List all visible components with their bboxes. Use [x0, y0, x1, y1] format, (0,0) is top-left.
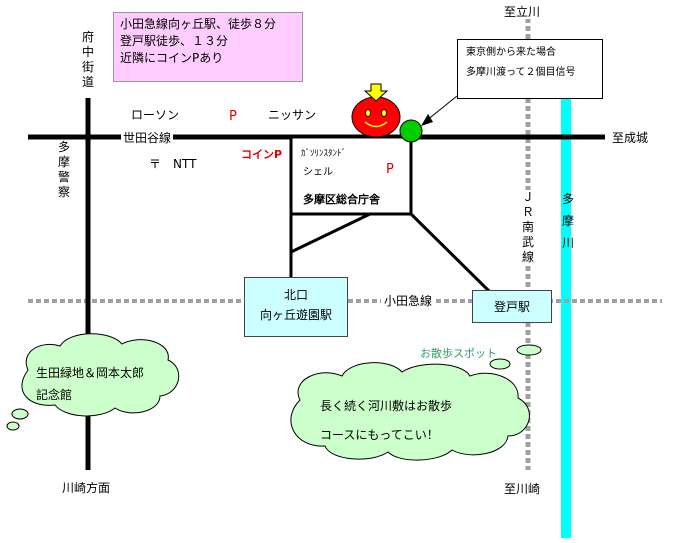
- coin-parking-label: コインP: [241, 148, 283, 161]
- ward-office-diag-road-1: [290, 212, 371, 254]
- tama-keisatsu-label: 多摩警察: [57, 140, 70, 199]
- nissan-label: ニッサン: [268, 108, 317, 122]
- info-line-2: 登戸駅徒歩、１３分: [120, 34, 229, 48]
- mukogaoka-station: 北口 向ヶ丘遊園駅: [244, 277, 348, 337]
- ward-office-block: [289, 135, 413, 216]
- setagaya-label: 世田谷線: [121, 131, 174, 145]
- access-info-box: 小田急線向ヶ丘駅、徒歩８分 登戸駅徒歩、１３分 近隣にコインPあり: [113, 12, 303, 82]
- to-seijo-label: 至成城: [612, 131, 649, 145]
- noborito-label: 登戸駅: [493, 300, 530, 314]
- ward-office-diag-road-2: [409, 212, 492, 294]
- tamagawa-label: 多摩川: [561, 192, 574, 250]
- callout-arrowhead: [421, 114, 433, 126]
- sanpo-spot-label: お散歩スポット: [420, 347, 497, 360]
- callout-pointer: [425, 95, 458, 122]
- info-line-3: 近隣にコインPあり: [120, 51, 224, 65]
- parking-1-label: P: [229, 109, 237, 124]
- smiley-face-icon: [351, 96, 401, 138]
- ikuta-label: 生田緑地＆岡本太郎記念館: [36, 366, 145, 402]
- parking-2-label: P: [386, 162, 394, 177]
- noborito-station: 登戸駅: [472, 290, 552, 323]
- mukogaoka-line-2: 向ヶ丘遊園駅: [259, 308, 332, 322]
- kawasaki-houmen-label: 川崎方面: [62, 481, 111, 495]
- mukogaoka-line-1: 北口: [283, 288, 308, 302]
- fuchu-kaido-label: 府中街道: [80, 30, 96, 90]
- ward-office-label: 多摩区総合庁舎: [303, 193, 380, 206]
- direction-callout: 東京側から来た場合 多摩川渡って２個目信号: [457, 39, 603, 99]
- odakyu-line-label: 小田急線: [381, 294, 436, 308]
- cloud-riverside: [290, 344, 542, 461]
- jr-nambu-label: ＪＲ南武線: [520, 190, 536, 265]
- callout-line-2: 多摩川渡って２個目信号: [466, 67, 576, 78]
- callout-line-1: 東京側から来た場合: [466, 47, 556, 58]
- down-arrow-icon: [363, 83, 389, 102]
- cloud-ikuta: [6, 333, 180, 431]
- riverside-line-2: コースにもってこい！: [320, 428, 439, 442]
- gas-station-line-1: ｶﾞｿﾘﾝｽﾀﾝﾄﾞ: [301, 149, 347, 159]
- to-tachikawa-label: 至立川: [504, 5, 541, 19]
- riverside-line-1: 長く続く河川敷はお散歩: [320, 399, 453, 413]
- gas-station-line-2: シェル: [303, 167, 333, 178]
- ntt-label: 〒 NTT: [149, 157, 197, 171]
- green-circle-icon: [399, 119, 423, 143]
- lawson-label: ローソン: [131, 108, 180, 122]
- to-kawasaki-label: 至川崎: [504, 482, 541, 496]
- info-line-1: 小田急線向ヶ丘駅、徒歩８分: [120, 17, 277, 31]
- tama-river: [561, 95, 571, 538]
